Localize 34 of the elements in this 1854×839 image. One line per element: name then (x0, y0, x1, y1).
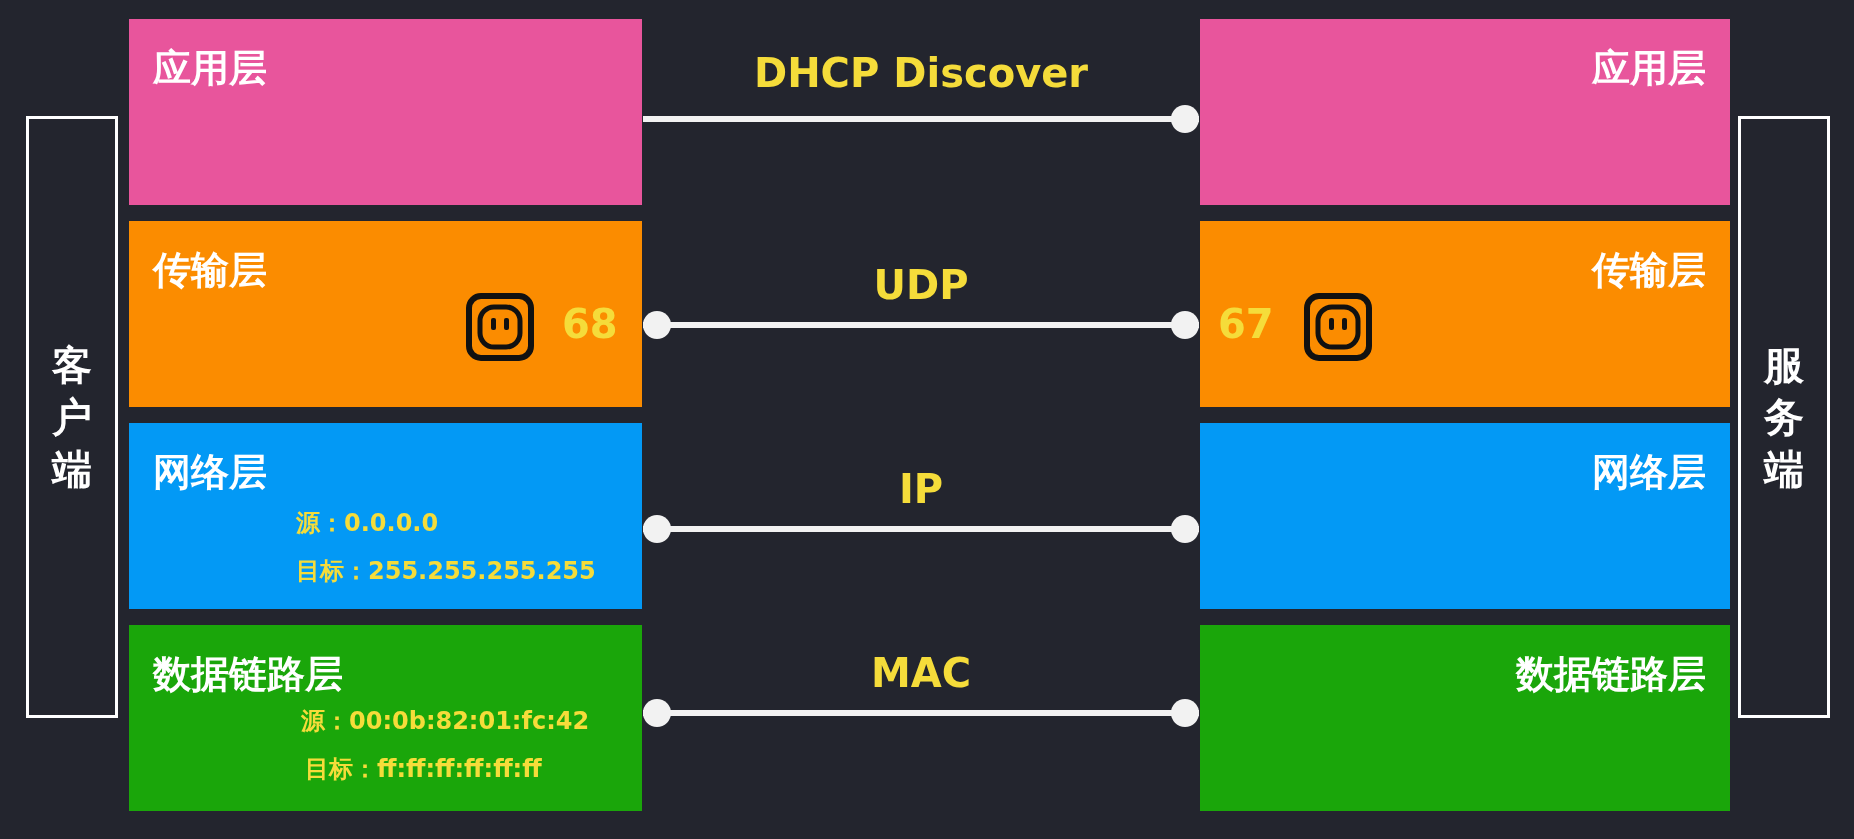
side-label-box (1738, 116, 1830, 718)
layer-box (1200, 221, 1730, 407)
side-label-box (26, 116, 118, 718)
layer-title: 数据链路层 (153, 651, 343, 698)
edge-label: UDP (873, 262, 969, 308)
layer-box (129, 625, 642, 811)
layer-box (129, 423, 642, 609)
address-label: 目标：255.255.255.255 (296, 556, 596, 587)
address-label: 目标：ff:ff:ff:ff:ff:ff (305, 754, 542, 785)
connector-line (643, 105, 1199, 133)
port-number: 68 (562, 301, 618, 347)
address-label: 源：00:0b:82:01:fc:42 (301, 706, 590, 737)
layer-title: 应用层 (153, 45, 267, 92)
edge-label: IP (898, 466, 944, 512)
edge-label: DHCP Discover (753, 50, 1089, 96)
layer-title: 网络层 (1592, 449, 1706, 496)
layer-title: 传输层 (153, 247, 267, 294)
layer-title: 网络层 (153, 449, 267, 496)
side-label: 服务端 (1762, 341, 1805, 494)
layer-title: 应用层 (1592, 45, 1706, 92)
port-number: 67 (1218, 301, 1274, 347)
layer-box (129, 19, 642, 205)
layer-title: 传输层 (1592, 247, 1706, 294)
connector-line (643, 515, 1199, 543)
edge-label: MAC (870, 650, 972, 696)
layer-box (1200, 19, 1730, 205)
layer-box (129, 221, 642, 407)
layer-box (1200, 625, 1730, 811)
connector-line (643, 699, 1199, 727)
address-label: 源：0.0.0.0 (296, 508, 439, 539)
layer-title: 数据链路层 (1516, 651, 1706, 698)
side-label: 客户端 (50, 341, 93, 494)
layer-box (1200, 423, 1730, 609)
connector-line (643, 311, 1199, 339)
